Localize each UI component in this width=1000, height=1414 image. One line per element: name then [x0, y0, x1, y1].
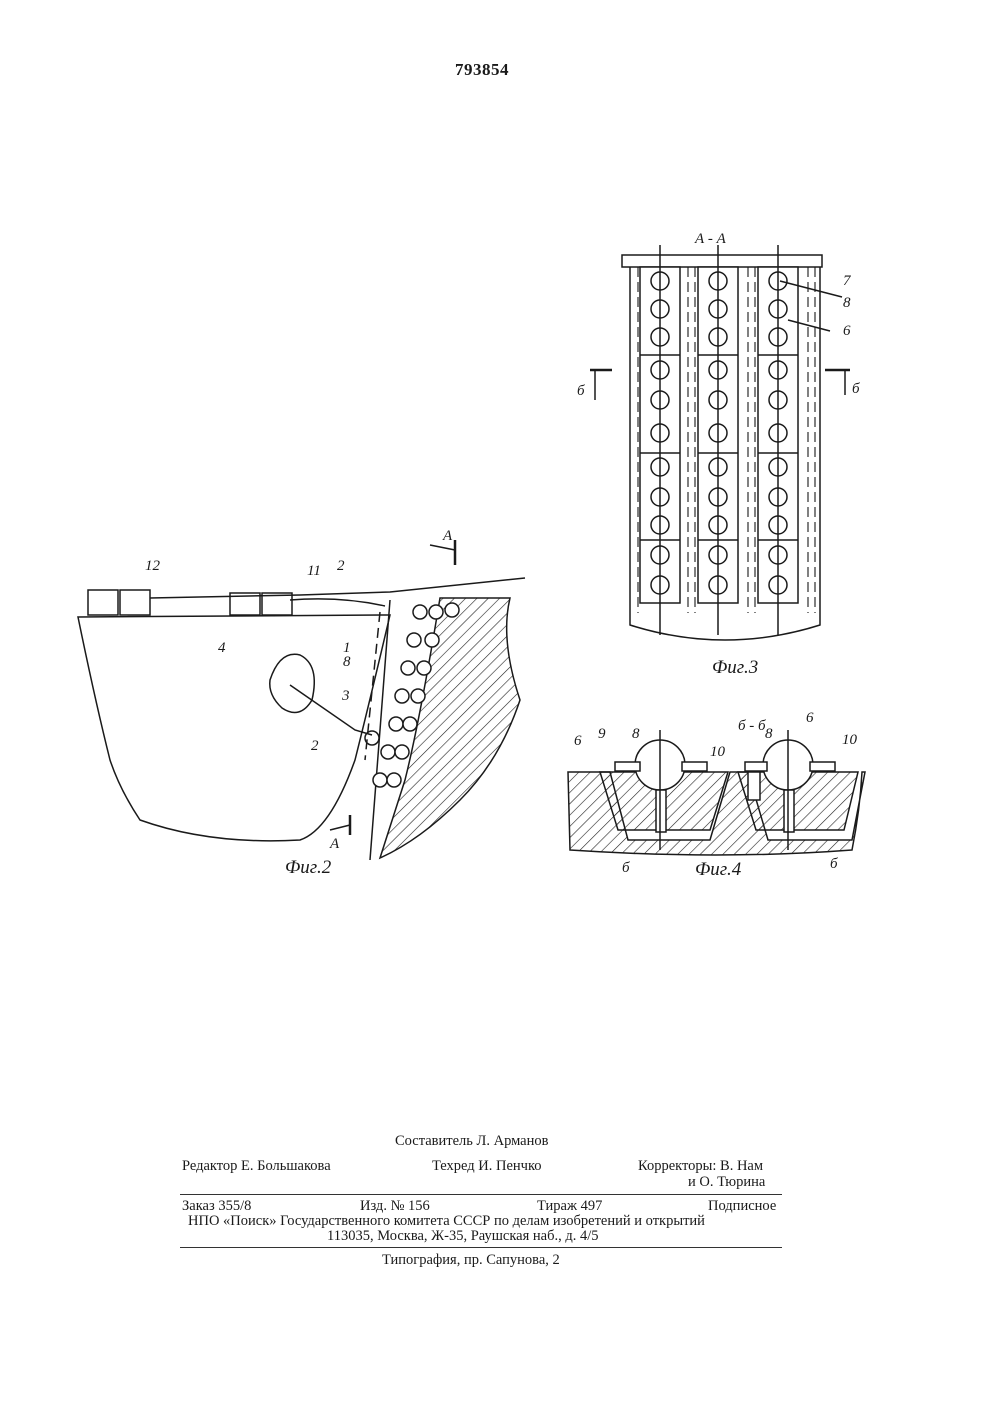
figure-2: 12 4 11 2 1 8 3 2 А А Фиг.2	[0, 0, 560, 900]
fig3-label-2: 6	[843, 323, 851, 339]
fig4-label-4: 8	[765, 726, 773, 742]
footer-correctors-1: Корректоры: В. Нам	[638, 1158, 763, 1175]
fig3-label-4: б	[852, 381, 860, 397]
fig4-label-6: 10	[842, 732, 858, 748]
footer-rule-2	[180, 1247, 782, 1248]
fig2-label-5: 8	[343, 654, 351, 670]
fig4-label-2: 8	[632, 726, 640, 742]
fig2-label-9: А	[329, 836, 340, 852]
fig2-label-1: 4	[218, 640, 226, 656]
footer-rule-1	[180, 1194, 782, 1195]
fig2-label-0: 12	[145, 558, 161, 574]
fig2-cylinders	[88, 590, 292, 615]
fig2-drawing	[78, 540, 525, 860]
footer-subscription: Подписное	[708, 1198, 776, 1215]
footer-correctors-2: и О. Тюрина	[688, 1174, 765, 1191]
fig3-label-0: 7	[843, 273, 852, 289]
fig4-label-1: 9	[598, 726, 606, 742]
fig4-label-0: 6	[574, 733, 582, 749]
fig4-label-3: 10	[710, 744, 726, 760]
footer-techred: Техред И. Пенчко	[432, 1158, 542, 1175]
fig2-label-6: 3	[341, 688, 350, 704]
fig2-label-2: 11	[307, 563, 321, 579]
figure-3: А - А 7 8 6 б б Фиг.3	[560, 215, 870, 685]
fig2-caption: Фиг.2	[285, 857, 332, 878]
footer-compiler: Составитель Л. Арманов	[395, 1133, 548, 1150]
fig4-section-title: б - б	[738, 718, 766, 734]
footer-editor: Редактор Е. Большакова	[182, 1158, 331, 1175]
fig3-caption: Фиг.3	[712, 657, 758, 678]
fig2-label-7: 2	[311, 738, 319, 754]
footer-printing: Типография, пр. Сапунова, 2	[382, 1252, 560, 1269]
footer-address: 113035, Москва, Ж-35, Раушская наб., д. …	[327, 1228, 599, 1245]
fig3-drawing	[590, 245, 850, 640]
fig4-label-8: б	[830, 856, 838, 872]
fig3-label-3: б	[577, 383, 585, 399]
fig4-label-5: 6	[806, 710, 814, 726]
fig2-label-3: 2	[337, 558, 345, 574]
fig2-label-8: А	[442, 528, 453, 544]
fig4-label-7: б	[622, 860, 630, 876]
fig3-section-title: А - А	[694, 231, 727, 247]
fig3-label-1: 8	[843, 295, 851, 311]
figure-4: б - б 6 9 8 10 8 6 10 б б Фиг.4	[560, 700, 880, 890]
fig4-caption: Фиг.4	[695, 859, 742, 880]
